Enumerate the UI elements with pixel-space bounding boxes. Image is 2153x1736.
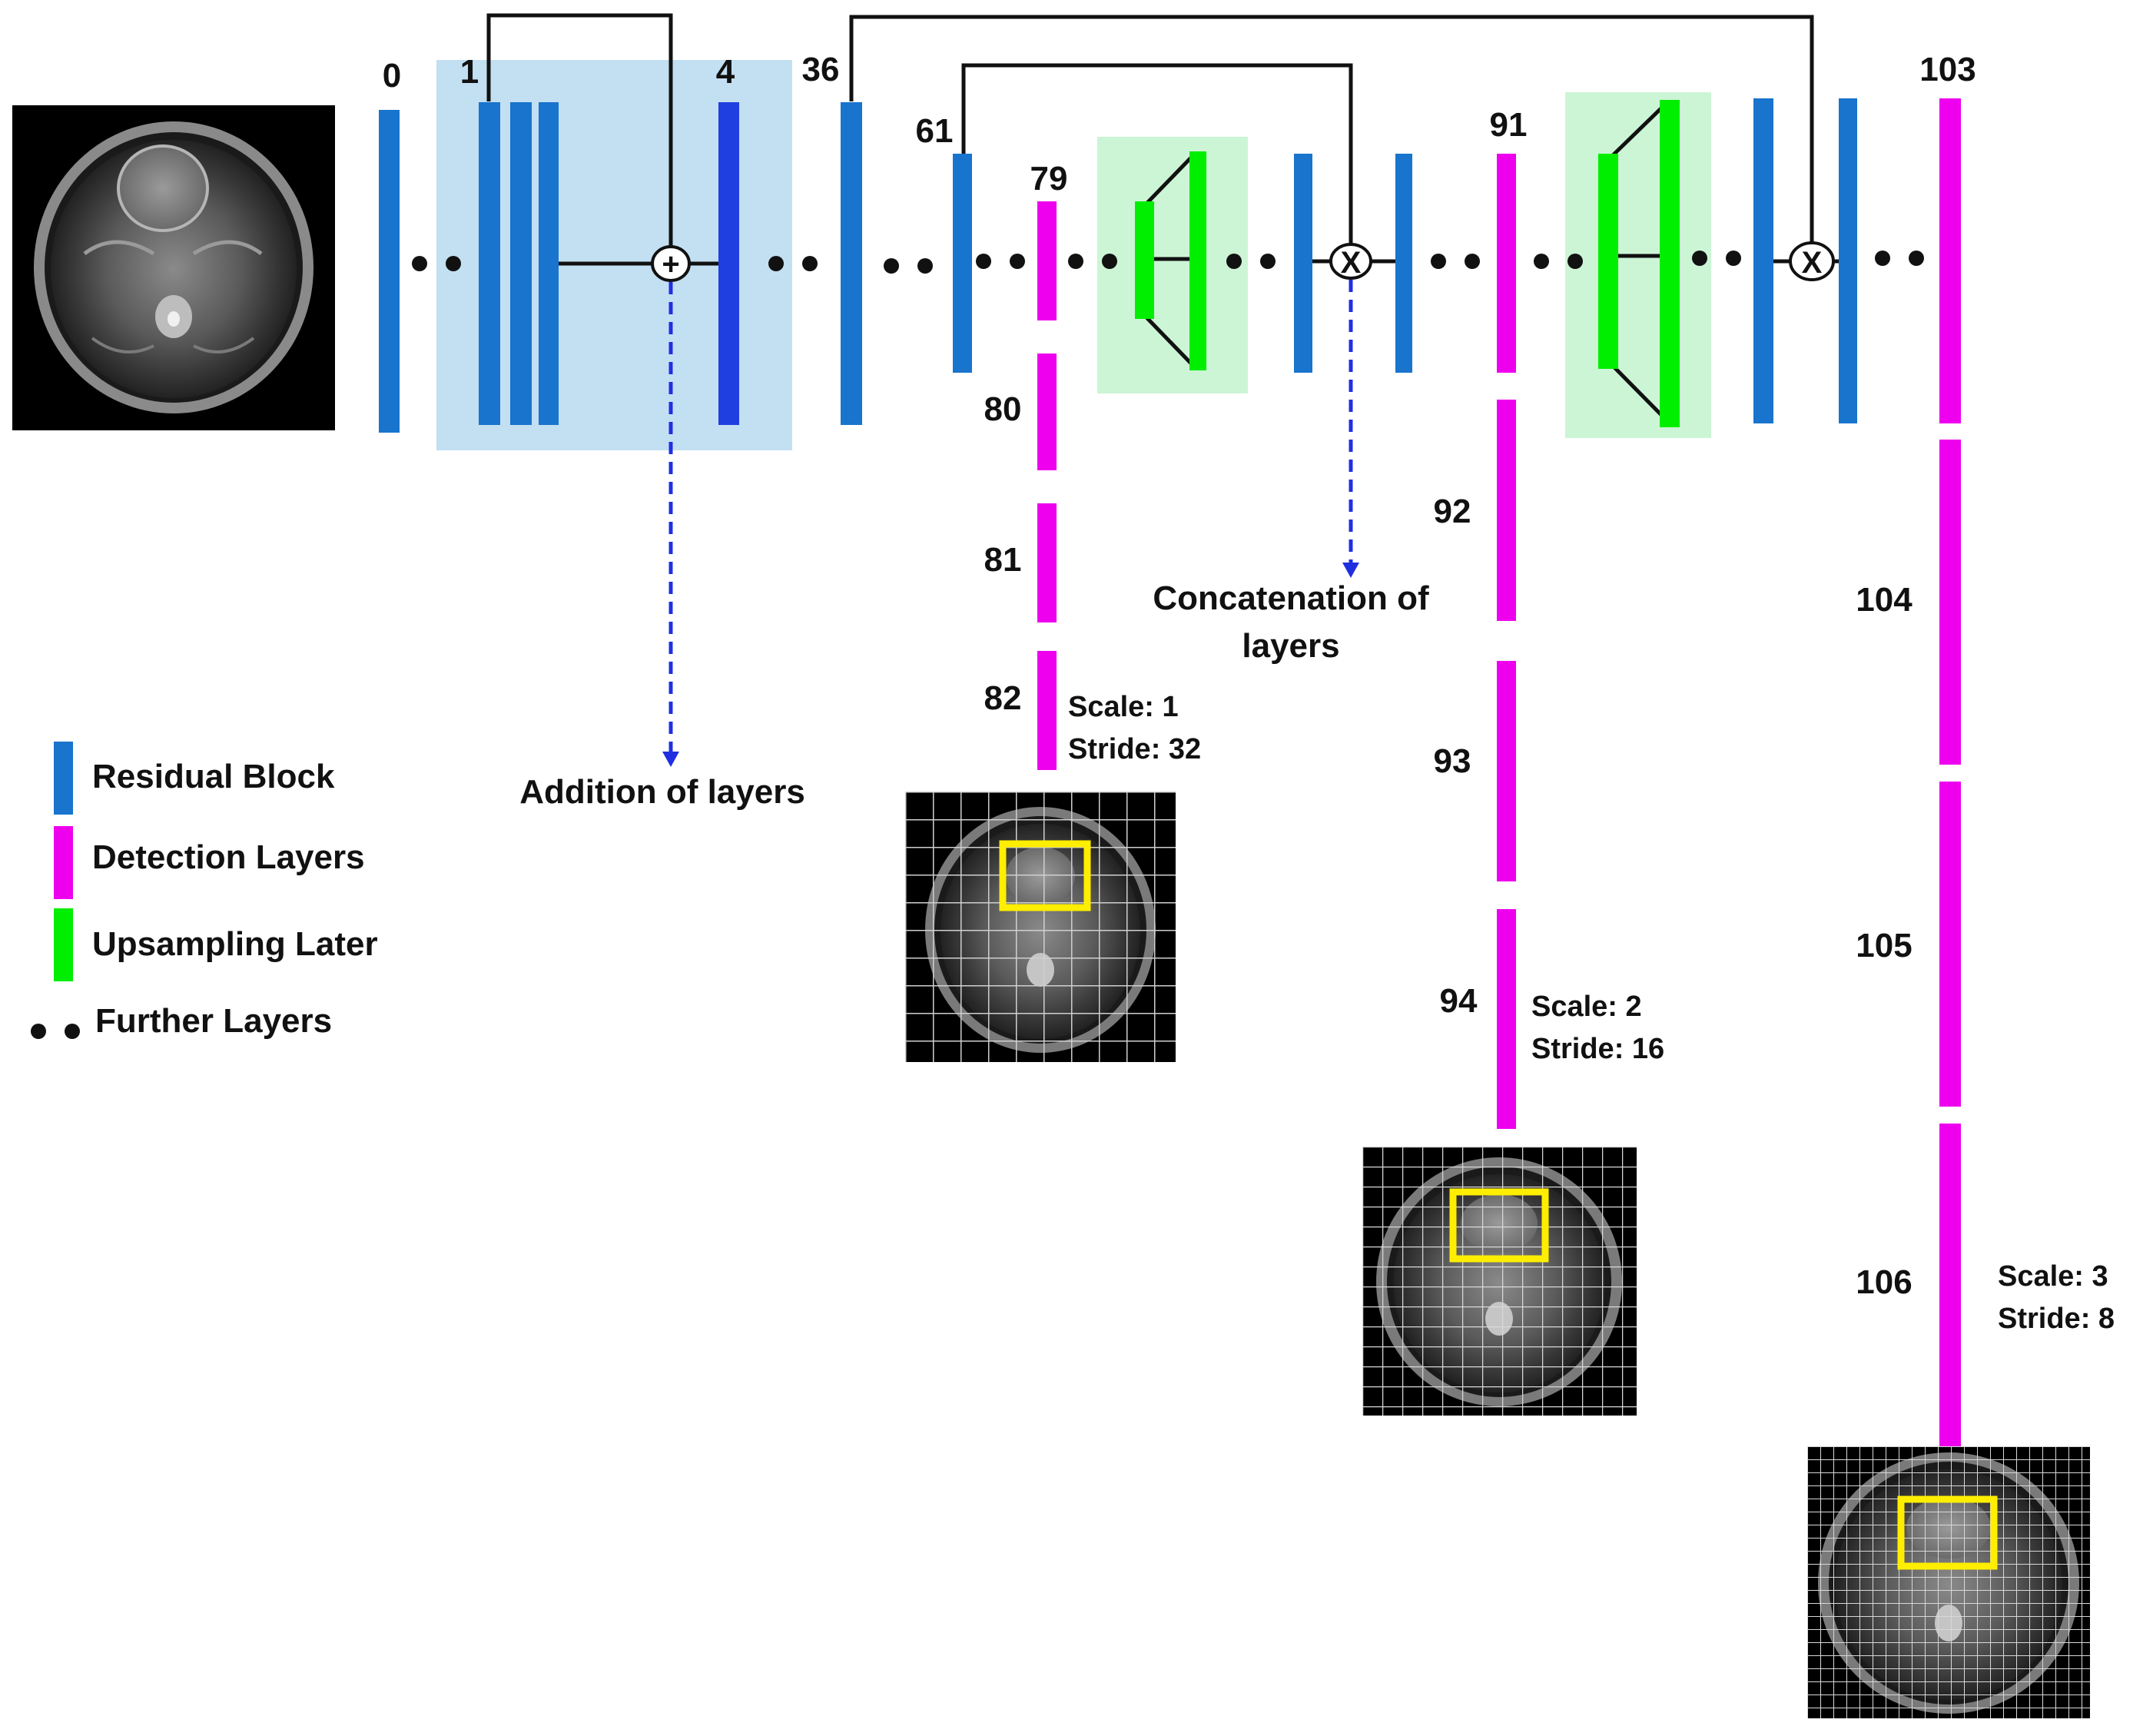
- layer-number-79: 79: [1030, 160, 1068, 197]
- further-layer-dots: [412, 251, 1924, 274]
- output-image-scale-2: [1362, 1147, 1637, 1416]
- layer-numbers: 0 1 4 36 61 79 80 81 82 91 92 93 94 103 …: [383, 51, 1976, 1301]
- legend-swatch-upsampling: [54, 908, 73, 981]
- layer-number-105: 105: [1856, 927, 1912, 964]
- legend-swatch-detection: [54, 826, 73, 899]
- detection-layer-92: [1497, 400, 1516, 621]
- detection-layer-81: [1037, 503, 1057, 622]
- upsample-block-background-1: [1097, 137, 1248, 393]
- concat-operator-2: X: [1789, 241, 1835, 281]
- layer-number-93: 93: [1434, 742, 1471, 780]
- upsampling-layer-1: [1135, 151, 1206, 370]
- concat-symbol-1: X: [1341, 246, 1362, 280]
- residual-block-post-concat-2: [1839, 98, 1857, 423]
- legend-label-residual: Residual Block: [92, 758, 335, 795]
- detection-layer-105: [1939, 782, 1961, 1107]
- scale-3-label: Scale: 3: [1998, 1260, 2108, 1293]
- residual-block-1a: [479, 102, 500, 425]
- skip-connection-61: [961, 63, 1353, 248]
- concatenation-caption-line1: Concatenation of: [1153, 579, 1429, 617]
- skip-connection-residual: [486, 13, 673, 264]
- addition-caption: Addition of layers: [519, 773, 805, 811]
- residual-block-post-concat-1: [1395, 154, 1412, 373]
- legend-swatch-residual: [54, 742, 73, 815]
- annotations: Addition of layers Concatenation of laye…: [519, 579, 2115, 1335]
- layer-number-1: 1: [460, 53, 479, 91]
- scale-2-label: Scale: 2: [1531, 991, 1642, 1023]
- layer-number-92: 92: [1434, 493, 1471, 530]
- dashed-arrows: [662, 280, 1359, 767]
- layer-number-81: 81: [984, 541, 1022, 579]
- residual-block-pre-concat-2: [1753, 98, 1773, 423]
- detection-layer-91: [1497, 154, 1516, 373]
- stride-1-label: Stride: 32: [1068, 733, 1201, 765]
- layer-number-103: 103: [1919, 51, 1976, 88]
- output-image-scale-3: [1807, 1446, 2090, 1718]
- detection-layer-93: [1497, 661, 1516, 881]
- upsampling-layer-2: [1598, 100, 1680, 427]
- concatenation-caption-line2: layers: [1242, 627, 1339, 665]
- layer-number-61: 61: [916, 112, 954, 150]
- scale-1-label: Scale: 1: [1068, 691, 1179, 723]
- detection-layer-82: [1037, 651, 1057, 770]
- legend-dot-2: [65, 1024, 80, 1039]
- residual-block-36: [841, 102, 862, 425]
- detection-box-scale-1: [999, 840, 1091, 911]
- skip-connections: [486, 13, 1814, 264]
- residual-blocks: [379, 98, 1857, 433]
- upsample-block-background-2: [1565, 92, 1711, 438]
- detection-layer-104: [1939, 440, 1961, 765]
- concat-operator-1: X: [1329, 243, 1372, 280]
- stride-2-label: Stride: 16: [1531, 1033, 1664, 1065]
- detection-box-scale-2: [1449, 1188, 1549, 1263]
- legend-label-upsampling: Upsampling Later: [92, 925, 378, 963]
- residual-block-4: [718, 102, 739, 425]
- residual-block-0: [379, 110, 400, 433]
- detection-layer-80: [1037, 354, 1057, 470]
- layer-number-4: 4: [716, 53, 735, 91]
- residual-block-61: [953, 154, 972, 373]
- detection-layer-106: [1939, 1124, 1961, 1449]
- detection-layer-79: [1037, 201, 1057, 320]
- legend: Residual Block Detection Layers Upsampli…: [31, 742, 378, 1040]
- residual-block-pre-concat-1: [1294, 154, 1312, 373]
- skip-connection-36: [849, 15, 1814, 248]
- legend-label-further: Further Layers: [95, 1002, 332, 1040]
- addition-operator: +: [651, 245, 691, 282]
- detection-layers: [1037, 98, 1961, 1449]
- detection-box-scale-3: [1897, 1495, 1998, 1570]
- legend-label-detection: Detection Layers: [92, 838, 365, 876]
- detection-layer-94: [1497, 909, 1516, 1129]
- detection-layer-103: [1939, 98, 1961, 423]
- input-brain-image: [12, 105, 335, 430]
- layer-number-91: 91: [1490, 106, 1528, 144]
- residual-block-1c: [539, 102, 559, 425]
- output-image-scale-1: [905, 792, 1176, 1062]
- layer-number-104: 104: [1856, 581, 1912, 619]
- layer-number-82: 82: [984, 679, 1022, 717]
- layer-number-36: 36: [802, 51, 840, 88]
- layer-number-106: 106: [1856, 1263, 1912, 1301]
- stride-3-label: Stride: 8: [1998, 1303, 2115, 1335]
- layer-number-80: 80: [984, 390, 1022, 428]
- layer-number-94: 94: [1440, 982, 1478, 1020]
- layer-number-0: 0: [383, 57, 401, 95]
- residual-block-1b: [510, 102, 532, 425]
- legend-dot-1: [31, 1024, 46, 1039]
- concat-symbol-2: X: [1802, 246, 1823, 280]
- addition-symbol: +: [662, 247, 679, 281]
